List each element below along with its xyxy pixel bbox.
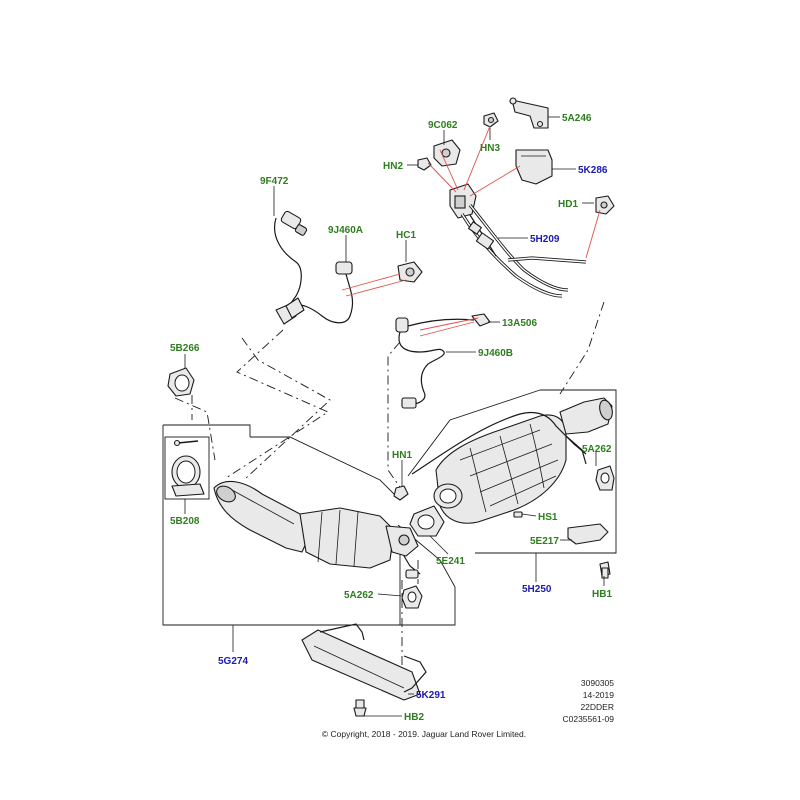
part-label-5b266: 5B266 <box>170 343 200 354</box>
assembly-boxes <box>162 389 617 626</box>
pressure-sensor-group <box>417 97 615 298</box>
part-label-hs1: HS1 <box>538 512 558 523</box>
label-leader-lines <box>184 116 605 717</box>
part-label-13a506: 13A506 <box>502 318 537 329</box>
part-label-hn3: HN3 <box>480 143 500 154</box>
catalytic-converter-5h250 <box>411 397 613 524</box>
part-label-5g274: 5G274 <box>218 656 248 667</box>
part-label-5e217: 5E217 <box>530 536 559 547</box>
gasket-5b266 <box>167 367 195 397</box>
part-label-9j460a: 9J460A <box>328 225 363 236</box>
reference-line-4: C0235561-09 <box>562 714 614 724</box>
part-label-9f472: 9F472 <box>260 176 289 187</box>
temperature-sensor-9j460b <box>395 313 491 409</box>
heat-shield-5k291 <box>301 623 427 717</box>
part-label-5a246: 5A246 <box>562 113 592 124</box>
part-label-hb1: HB1 <box>592 589 612 600</box>
clamp-5b208 <box>171 439 205 497</box>
part-label-hd1: HD1 <box>558 199 578 210</box>
bracket-5e217 <box>567 523 611 579</box>
part-label-hc1: HC1 <box>396 230 416 241</box>
reference-line-3: 22DDER <box>580 702 614 712</box>
part-label-hb2: HB2 <box>404 712 424 723</box>
part-label-5k286: 5K286 <box>578 165 608 176</box>
front-pipe-assembly <box>213 480 421 579</box>
clip-hc1 <box>397 261 423 283</box>
reference-block: 3090305 14-2019 22DDER C0235561-09 <box>562 678 614 724</box>
part-label-5h209: 5H209 <box>530 234 560 245</box>
hanger-5a262-left <box>401 585 423 609</box>
part-label-5a262-right: 5A262 <box>582 444 612 455</box>
part-label-5h250: 5H250 <box>522 584 552 595</box>
part-label-hn1: HN1 <box>392 450 412 461</box>
temperature-sensor-9j460a <box>285 261 354 324</box>
copyright-notice: © Copyright, 2018 - 2019. Jaguar Land Ro… <box>322 729 526 739</box>
part-label-9c062: 9C062 <box>428 120 458 131</box>
assembly-dashed-lines <box>174 301 605 686</box>
red-leader-lines <box>341 125 601 337</box>
oxygen-sensor-9f472 <box>274 210 308 325</box>
part-label-5k291: 5K291 <box>416 690 446 701</box>
part-label-hn2: HN2 <box>383 161 403 172</box>
part-label-5e241: 5E241 <box>436 556 465 567</box>
gasket-5e241 <box>409 505 445 537</box>
part-label-9j460b: 9J460B <box>478 348 513 359</box>
hanger-5a262-right <box>595 465 615 491</box>
part-labels: 5A246 9C062 HN3 HN2 5K286 9F472 HD1 9J46… <box>170 113 612 723</box>
reference-line-1: 3090305 <box>581 678 614 688</box>
part-label-5a262-left: 5A262 <box>344 590 374 601</box>
reference-line-2: 14-2019 <box>583 690 614 700</box>
part-label-5b208: 5B208 <box>170 516 200 527</box>
nut-hn1 <box>393 485 409 501</box>
